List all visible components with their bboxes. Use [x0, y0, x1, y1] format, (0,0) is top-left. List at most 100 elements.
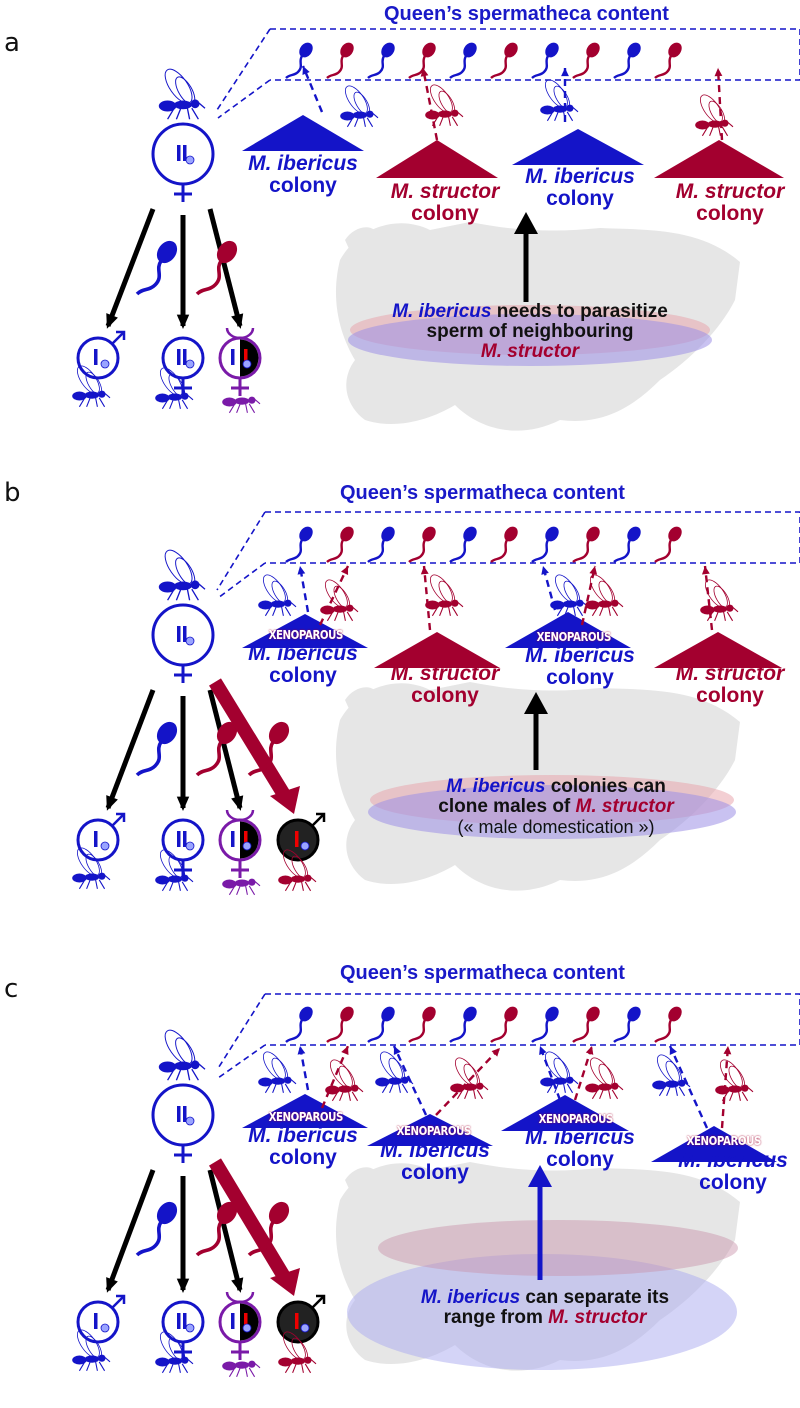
ant-leg [98, 397, 106, 408]
ant-thorax [707, 120, 723, 128]
ant-leg [709, 126, 714, 137]
ant-leg [236, 1367, 241, 1378]
winged-male-ant-icon [425, 84, 464, 127]
sperm-icon [654, 526, 682, 563]
sperm-icon [531, 1006, 559, 1043]
winged-male-ant-icon [585, 574, 624, 617]
ant-leg [566, 1083, 574, 1094]
winged-male-ant-icon [258, 1051, 297, 1094]
sperm-head [340, 1006, 354, 1022]
ant-leg [86, 1361, 91, 1372]
offspring-arrow [105, 689, 156, 809]
sperm-tail [367, 55, 386, 79]
sperm-icon [449, 1006, 477, 1043]
mating-flight-arrow [538, 1045, 562, 1101]
ant-leg [228, 885, 236, 896]
sperm-tail [408, 1019, 427, 1043]
ant-leg [346, 117, 354, 128]
sperm-icon [490, 526, 518, 563]
ant-head [98, 1354, 106, 1362]
ant-head [611, 1082, 619, 1090]
male-symbol-arrow [111, 1295, 125, 1309]
arrowhead [420, 566, 429, 575]
winged-male-ant-icon [278, 1331, 317, 1374]
panel-caption: M. ibericus can separate its range from … [420, 1287, 670, 1328]
sperm-head [299, 42, 313, 58]
ant-leg [723, 611, 726, 621]
sperm-tail [572, 1019, 591, 1043]
winged-male-ant-icon [540, 1051, 579, 1094]
sperm-icon [285, 526, 313, 563]
ant-leg [191, 588, 199, 601]
ant-leg [161, 1363, 169, 1374]
chromosome-iberic [231, 349, 235, 365]
xenoparous-tag: XENOPAROUS [536, 630, 612, 644]
ant-leg [464, 1089, 469, 1100]
sperm-icon [613, 526, 641, 563]
ant-head [611, 599, 619, 607]
ant-head [451, 599, 459, 607]
ant-leg [431, 606, 439, 617]
panel-a: a Queen’s spermatheca content M. ibericu… [0, 0, 800, 470]
ant-leg [746, 1085, 754, 1093]
ant-leg [616, 600, 624, 608]
arrowhead [231, 313, 244, 329]
male-symbol-head [116, 1294, 126, 1304]
sperm-tail [531, 1019, 550, 1043]
sperm-tail [326, 55, 345, 79]
xenoparous-tag: XENOPAROUS [268, 1110, 344, 1124]
arrowhead [231, 795, 244, 811]
sperm-tail [654, 55, 673, 79]
ant-thorax [290, 1357, 306, 1365]
sperm-tail [135, 741, 163, 777]
evolution-arrow [528, 1165, 552, 1280]
mitochondria-icon [185, 155, 195, 165]
chromosome-structor [244, 1313, 248, 1329]
ant-leg [546, 1083, 554, 1094]
spermatheca-box [216, 28, 800, 119]
sperm-head [627, 1006, 641, 1022]
ant-leg [309, 1357, 317, 1365]
ant-head [181, 392, 189, 400]
panel-a-graphics [72, 28, 800, 431]
arrowhead [270, 786, 300, 814]
arrowhead [176, 796, 190, 811]
ant-leg [78, 397, 86, 408]
sperm-icon [195, 240, 238, 296]
ant-head [284, 599, 292, 607]
ant-thorax [234, 879, 250, 887]
worker-ant-icon [222, 396, 261, 414]
sperm-tail [247, 1221, 275, 1257]
panel-label: c [4, 974, 19, 1004]
arrowhead [539, 1046, 547, 1055]
winged-male-ant-icon [258, 574, 297, 617]
ant-leg [161, 881, 169, 892]
sperm-head [381, 1006, 395, 1022]
sperm-tail [408, 55, 427, 79]
ant-leg [253, 879, 261, 887]
ant-gaster [72, 1355, 87, 1365]
ant-leg [196, 1062, 206, 1070]
mating-flight-arrow [392, 1045, 428, 1116]
mitochondria-icon [185, 1323, 195, 1333]
ant-thorax [597, 1083, 613, 1091]
ant-thorax [562, 600, 578, 608]
ant-head [721, 119, 729, 127]
ant-gaster [278, 875, 293, 885]
ant-leg [175, 588, 182, 601]
ant-gaster [450, 1083, 465, 1093]
ant-head [346, 604, 354, 612]
sperm-row [285, 526, 682, 563]
male-symbol-arrow [311, 813, 325, 827]
ant-leg [348, 1091, 351, 1101]
xenoparous-tag: XENOPAROUS [396, 1124, 472, 1138]
male-symbol-arrow [111, 813, 125, 827]
sperm-head [668, 1006, 682, 1022]
ant-leg [563, 1083, 566, 1093]
sperm-icon [449, 526, 477, 563]
ant-head [451, 109, 459, 117]
ant-head [566, 104, 574, 112]
mating-flight-arrow [435, 1047, 501, 1116]
ant-leg [175, 107, 182, 120]
ant-head [304, 874, 312, 882]
